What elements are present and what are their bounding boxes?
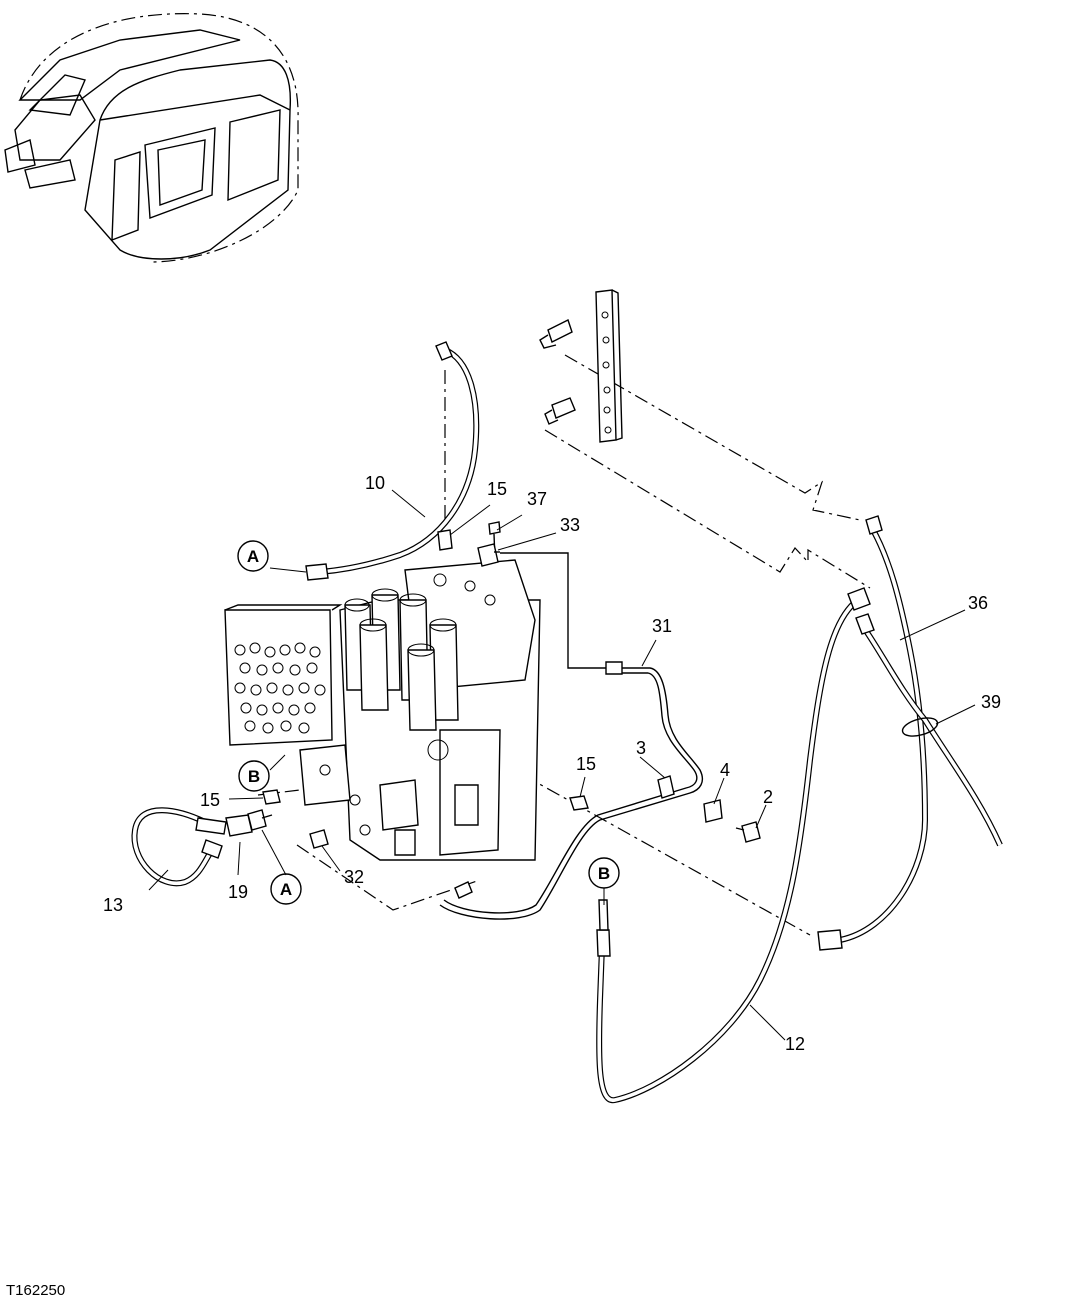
callout-19: 19 bbox=[228, 882, 248, 902]
fitting-19 bbox=[225, 809, 273, 837]
callout-15-left: 15 bbox=[200, 790, 220, 810]
fitting-32 bbox=[309, 829, 329, 849]
fitting-15-top bbox=[437, 529, 453, 551]
connection-marker-b-left: B bbox=[238, 760, 270, 792]
callout-4: 4 bbox=[720, 760, 730, 780]
connection-marker-b-right: B bbox=[588, 857, 620, 889]
callout-39: 39 bbox=[981, 692, 1001, 712]
svg-text:A: A bbox=[280, 880, 292, 899]
callout-36: 36 bbox=[968, 593, 988, 613]
bolt-2 bbox=[735, 821, 761, 843]
callout-31: 31 bbox=[652, 616, 672, 636]
connection-marker-a-bottom: A bbox=[270, 873, 302, 905]
pipe-31 bbox=[439, 552, 704, 920]
connection-marker-a-top: A bbox=[237, 540, 269, 572]
hose-36 bbox=[817, 515, 929, 951]
callout-3: 3 bbox=[636, 738, 646, 758]
svg-text:A: A bbox=[247, 547, 259, 566]
callout-33: 33 bbox=[560, 515, 580, 535]
valve-port-grid bbox=[234, 642, 326, 734]
clamp-39 bbox=[901, 717, 939, 737]
callout-labels: 10 15 37 33 31 3 4 2 15 15 13 19 32 36 3… bbox=[103, 473, 1001, 1054]
hose-13 bbox=[131, 807, 227, 887]
machine-overview-inset bbox=[4, 13, 299, 263]
svg-text:B: B bbox=[598, 864, 610, 883]
fitting-33 bbox=[477, 543, 500, 567]
clamp-3 bbox=[657, 775, 675, 799]
control-valve-assembly bbox=[224, 559, 541, 861]
hose-secondary bbox=[855, 613, 1003, 847]
fitting-15-left bbox=[262, 789, 281, 805]
mounting-bracket bbox=[539, 289, 623, 443]
callout-15-right: 15 bbox=[576, 754, 596, 774]
svg-text:B: B bbox=[248, 767, 260, 786]
callout-13: 13 bbox=[103, 895, 123, 915]
callout-15-top: 15 bbox=[487, 479, 507, 499]
hose-10 bbox=[305, 341, 480, 581]
hose-12 bbox=[596, 587, 871, 1104]
figure-id: T162250 bbox=[6, 1282, 65, 1299]
plate-4 bbox=[703, 799, 723, 823]
callout-leaders bbox=[148, 489, 976, 1041]
callout-32: 32 bbox=[344, 867, 364, 887]
callout-37: 37 bbox=[527, 489, 547, 509]
callout-10: 10 bbox=[365, 473, 385, 493]
fitting-15-right bbox=[569, 795, 589, 811]
callout-2: 2 bbox=[763, 787, 773, 807]
callout-12: 12 bbox=[785, 1034, 805, 1054]
